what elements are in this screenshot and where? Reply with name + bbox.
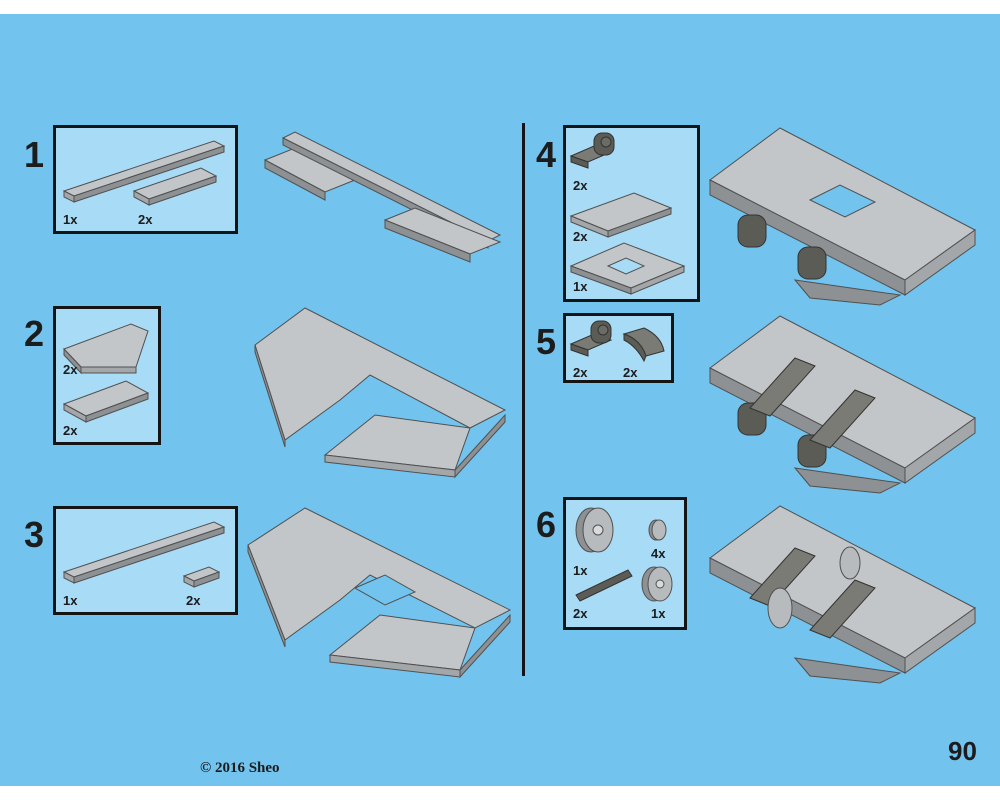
step-number-5: 5 [536, 321, 557, 362]
qty-label: 2x [138, 212, 153, 227]
parts-box-step-3: 1x 2x [53, 506, 238, 615]
qty-label: 1x [573, 279, 588, 294]
qty-label: 2x [573, 365, 588, 380]
step-number-2: 2 [24, 313, 45, 354]
qty-label: 2x [573, 606, 588, 621]
pin-hole-plate-icon [569, 320, 613, 357]
plate-2x4-icon [62, 380, 150, 423]
tile-plate-icon [569, 192, 673, 238]
qty-label: 4x [651, 546, 666, 561]
plate-1x10-icon [62, 140, 226, 203]
pin-hole-plate-icon [569, 132, 615, 169]
page-number: 90 [948, 736, 977, 766]
column-divider [522, 123, 525, 676]
step-3-assembly-icon [247, 507, 512, 679]
large-wheel-icon [575, 507, 614, 553]
curved-slope-icon [622, 327, 665, 363]
qty-label: 2x [63, 423, 78, 438]
qty-label: 2x [573, 178, 588, 193]
qty-label: 2x [623, 365, 638, 380]
open-plate-icon [569, 242, 686, 295]
step-2-assembly-icon [254, 307, 507, 479]
step-1-assembly-icon [263, 131, 502, 263]
step-number-4: 4 [536, 134, 557, 175]
small-wheel-icon [648, 519, 667, 541]
parts-box-step-6: 1x 4x 2x 1x [563, 497, 687, 630]
parts-box-step-1: 1x 2x [53, 125, 238, 234]
qty-label: 2x [573, 229, 588, 244]
qty-label: 1x [651, 606, 666, 621]
step-number-6: 6 [536, 504, 557, 545]
parts-box-step-5: 2x 2x [563, 313, 674, 383]
qty-label: 2x [63, 362, 78, 377]
step-4-assembly-icon [709, 127, 976, 306]
plate-1x10-icon [62, 521, 226, 584]
step-number-1: 1 [24, 134, 45, 175]
qty-label: 1x [63, 212, 78, 227]
axle-icon [575, 569, 633, 602]
qty-label: 2x [186, 593, 201, 608]
copyright-text: © 2016 Sheo [200, 760, 280, 776]
qty-label: 1x [63, 593, 78, 608]
step-number-3: 3 [24, 514, 45, 555]
plate-2x4-icon [132, 167, 218, 206]
parts-box-step-4: 2x 2x 1x [563, 125, 700, 302]
medium-wheel-icon [641, 566, 673, 602]
parts-box-step-2: 2x 2x [53, 306, 161, 445]
plate-1x2-icon [182, 566, 221, 588]
step-6-assembly-icon [709, 505, 976, 684]
qty-label: 1x [573, 563, 588, 578]
step-5-assembly-icon [709, 315, 976, 494]
wedge-plate-4x4-icon [63, 323, 149, 375]
